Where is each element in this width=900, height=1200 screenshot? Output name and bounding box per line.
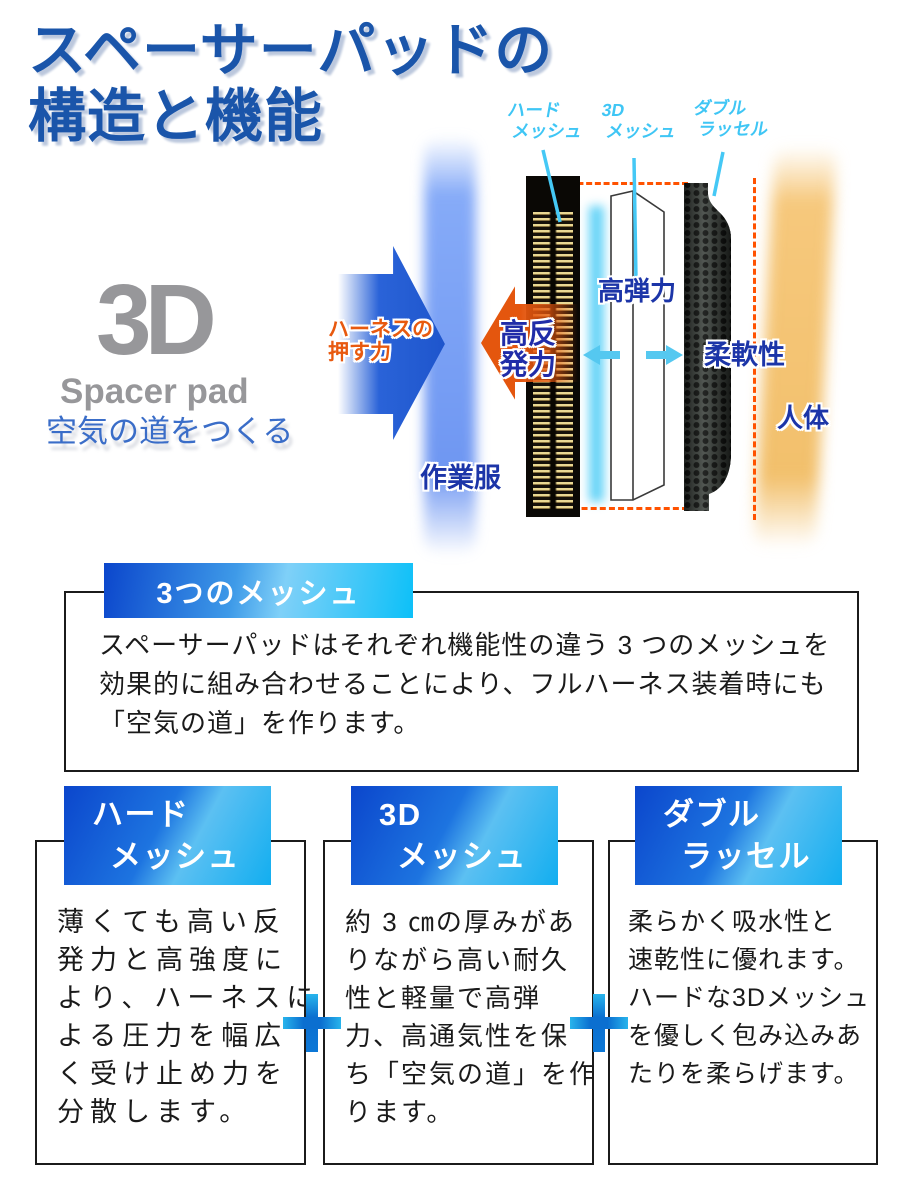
- double-raschel-strip: [683, 181, 732, 515]
- dashed-guide-bottom: [545, 507, 688, 510]
- column-body-double-raschel: 柔らかく吸水性と 速乾性に優れます。 ハードな3Dメッシュ を優しく包み込みあ …: [628, 908, 870, 1088]
- plus-icon: [283, 994, 341, 1052]
- column-header-hard-mesh-line2: メッシュ: [110, 839, 240, 874]
- column-header-hard-mesh-line1: ハード: [92, 797, 190, 832]
- high-elasticity-label: 高弾力: [598, 276, 677, 306]
- workwear-label: 作業服: [420, 463, 501, 493]
- label-3d-mesh-line2: メッシュ: [604, 121, 678, 141]
- column-body-hard-mesh: 薄くても高い反 発力と高強度に より、ハーネスに よる圧力を幅広 く受け止め力を…: [57, 907, 320, 1127]
- mesh-section-heading: 3つのメッシュ: [104, 563, 413, 618]
- dashed-guide-top: [560, 182, 688, 185]
- mesh-section-heading-text: 3つのメッシュ: [156, 577, 361, 610]
- logo-tagline: 空気の道をつくる: [46, 414, 294, 449]
- mesh-section-box: [64, 591, 859, 772]
- label-hard-mesh: ハード メッシュ: [500, 100, 587, 142]
- column-header-3d-mesh-line1: 3D: [379, 797, 422, 832]
- flexibility-label: 柔軟性: [704, 340, 785, 370]
- column-box-double-raschel: [608, 840, 878, 1165]
- column-header-3d-mesh-line2: メッシュ: [397, 839, 527, 874]
- column-header-3d-mesh: 3D メッシュ: [351, 786, 558, 885]
- mesh-section-body: スペーサーパッドはそれぞれ機能性の違う 3 つのメッシュを 効果的に組み合わせる…: [99, 630, 831, 738]
- label-3d-mesh: 3D メッシュ: [594, 100, 681, 142]
- column-header-double-raschel-line1: ダブル: [663, 797, 761, 832]
- label-double-raschel-line2: ラッセル: [696, 119, 770, 139]
- logo-3d: 3D: [96, 264, 217, 376]
- rebound-label: 高反 発力: [500, 318, 557, 380]
- human-body-label: 人体: [777, 403, 830, 433]
- column-box-hard-mesh: [35, 840, 306, 1165]
- column-header-double-raschel: ダブル ラッセル: [635, 786, 842, 885]
- logo-spacer-pad: Spacer pad: [60, 372, 249, 411]
- label-3d-mesh-line1: 3D: [600, 100, 627, 120]
- column-header-hard-mesh: ハード メッシュ: [64, 786, 271, 885]
- dashed-guide-vertical: [753, 178, 756, 520]
- label-hard-mesh-line2: メッシュ: [510, 121, 584, 141]
- column-body-3d-mesh: 約 3 ㎝の厚みがあ りながら高い耐久 性と軽量で高弾 力、高通気性を保 ち「空…: [345, 907, 598, 1127]
- plus-icon: [570, 994, 628, 1052]
- harness-push-label: ハーネスの 押す力: [328, 318, 433, 364]
- page-title: スペーサーパッドの 構造と機能: [28, 18, 554, 149]
- label-pointer-lines: [541, 149, 725, 281]
- label-double-raschel-line1: ダブル: [692, 98, 749, 118]
- label-hard-mesh-line1: ハード: [506, 100, 563, 120]
- column-header-double-raschel-line2: ラッセル: [681, 839, 811, 874]
- label-double-raschel: ダブル ラッセル: [686, 98, 773, 140]
